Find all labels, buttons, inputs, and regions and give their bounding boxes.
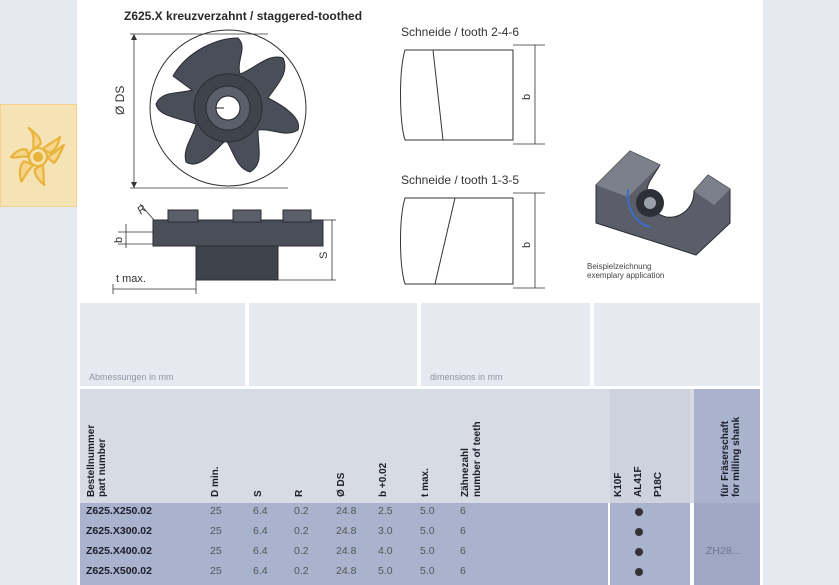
- col-header-part-en: part number: [97, 438, 108, 497]
- table-cell-d: 25: [210, 525, 222, 537]
- table-shank-band: [694, 503, 760, 585]
- gray-cell-3: [421, 303, 590, 386]
- col-header-part-de: Bestellnummer: [86, 424, 97, 497]
- table-cell-d: 25: [210, 545, 222, 557]
- dim-ds-label: Ø DS: [113, 85, 127, 115]
- table-cell-t: 5.0: [420, 545, 435, 557]
- dim-tmax-label: t max.: [116, 273, 146, 285]
- col-header-dmin: D min.: [210, 466, 221, 497]
- table-body-band: [80, 503, 608, 585]
- table-cell-ds: 24.8: [336, 565, 357, 577]
- table-row-part: Z625.X250.02: [86, 505, 152, 517]
- table-cell-s: 6.4: [253, 505, 268, 517]
- availability-dot: [635, 528, 643, 536]
- col-header-grade-k10f: K10F: [613, 472, 624, 497]
- table-cell-ds: 24.8: [336, 505, 357, 517]
- table-row-part: Z625.X500.02: [86, 565, 152, 577]
- right-strip: [763, 0, 839, 585]
- availability-dot: [635, 508, 643, 516]
- bottom-left-block: [0, 300, 77, 585]
- table-cell-t: 5.0: [420, 525, 435, 537]
- cutter-side-view: [112, 203, 336, 294]
- tooth-top-label: Schneide / tooth 2-4-6: [401, 25, 520, 39]
- col-header-r: R: [294, 489, 305, 497]
- table-cell-b: 4.0: [378, 545, 393, 557]
- table-cell-s: 6.4: [253, 545, 268, 557]
- availability-dot: [635, 568, 643, 576]
- col-header-grade-p18c: P18C: [653, 471, 664, 497]
- page-title: Z625.X kreuzverzahnt / staggered-toothed: [124, 9, 363, 23]
- tooth-profile-top: [400, 44, 545, 145]
- table-cell-z: 6: [460, 565, 466, 577]
- dim-b-label-side: b: [113, 236, 125, 243]
- example-caption-de: Beispielzeichnung: [587, 262, 652, 271]
- availability-dot: [635, 548, 643, 556]
- table-cell-s: 6.4: [253, 565, 268, 577]
- table-cell-r: 0.2: [294, 505, 309, 517]
- table-cell-r: 0.2: [294, 565, 309, 577]
- table-cell-b: 5.0: [378, 565, 393, 577]
- table-cell-b: 2.5: [378, 505, 393, 517]
- table-cell-r: 0.2: [294, 545, 309, 557]
- table-cell-b: 3.0: [378, 525, 393, 537]
- table-cell-d: 25: [210, 505, 222, 517]
- gray-cell-2: [249, 303, 417, 386]
- dimensions-note-de: Abmessungen in mm: [89, 372, 174, 382]
- milling-cutter-icon: [9, 126, 66, 187]
- gray-cell-1: [80, 303, 245, 386]
- table-cell-z: 6: [460, 545, 466, 557]
- col-header-teeth-en: number of teeth: [472, 421, 483, 497]
- col-header-shank-de: für Fräserschaft: [720, 420, 731, 497]
- table-cell-ds: 24.8: [336, 525, 357, 537]
- gray-cell-4: [594, 303, 760, 386]
- table-cell-d: 25: [210, 565, 222, 577]
- table-cell-t: 5.0: [420, 505, 435, 517]
- table-shank-header: [694, 389, 760, 503]
- col-header-b: b +0.02: [378, 462, 389, 497]
- table-cell-t: 5.0: [420, 565, 435, 577]
- dim-b-label-top: b: [521, 93, 533, 100]
- table-grade-band: [610, 503, 690, 585]
- col-header-grade-al41f: AL41F: [633, 466, 644, 497]
- col-header-tmax: t max.: [420, 468, 431, 497]
- col-header-s: S: [253, 490, 264, 497]
- cutter-front-view: [130, 29, 307, 189]
- example-caption-en: exemplary application: [587, 271, 665, 280]
- tooth-bottom-label: Schneide / tooth 1-3-5: [401, 173, 520, 187]
- table-row-part: Z625.X400.02: [86, 545, 152, 557]
- table-cell-s: 6.4: [253, 525, 268, 537]
- table-cell-r: 0.2: [294, 525, 309, 537]
- table-row-part: Z625.X300.02: [86, 525, 152, 537]
- col-header-shank-en: for milling shank: [731, 416, 742, 497]
- dim-b-label-bottom: b: [521, 241, 533, 248]
- table-grade-header: [610, 389, 690, 503]
- tooth-profile-bottom: [400, 192, 545, 289]
- table-cell-ds: 24.8: [336, 545, 357, 557]
- table-cell-z: 6: [460, 505, 466, 517]
- table-cell-z: 6: [460, 525, 466, 537]
- dim-s-label: S: [318, 251, 330, 259]
- dimensions-note-en: dimensions in mm: [430, 372, 503, 382]
- col-header-teeth-de: Zähnezahl: [460, 448, 471, 497]
- example-application-image: [595, 150, 731, 256]
- shank-value: ZH28...: [706, 545, 741, 557]
- col-header-ds: Ø DS: [336, 472, 347, 497]
- left-accent-tile: [0, 104, 77, 207]
